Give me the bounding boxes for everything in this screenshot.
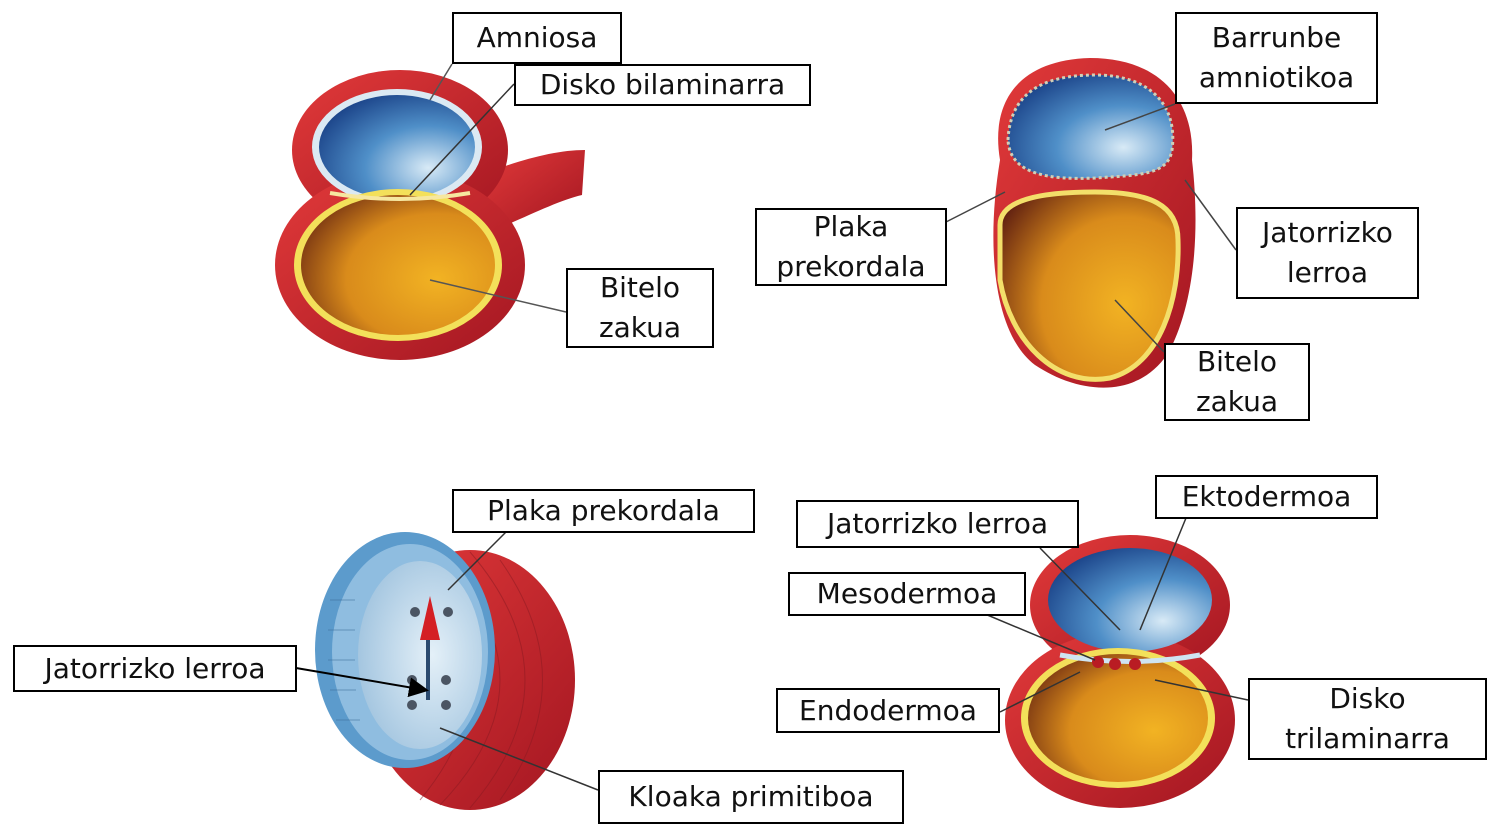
label-text: Barrunbe: [1211, 21, 1342, 54]
amnion-striations: [328, 599, 360, 721]
bottom-right-embryo: [984, 517, 1249, 808]
top-left-embryo: [275, 63, 585, 360]
leader-kloaka: [439, 727, 599, 791]
label-text: Jatorrizko lerroa: [827, 507, 1048, 540]
leader-bitelo-right: [1114, 299, 1165, 353]
label-ektodermoa: Ektodermoa: [1155, 475, 1378, 519]
bottom-right-yolk-cavity: [1028, 654, 1208, 782]
label-jatorrizko-lerroa-left: Jatorrizko lerroa: [13, 645, 297, 692]
label-plaka-prekordala: Plaka prekordala: [452, 489, 755, 533]
label-disko-trilaminarra: Disko trilaminarra: [1248, 678, 1487, 760]
label-text: prekordala: [776, 250, 926, 283]
primitive-node-red: [420, 596, 440, 640]
leader-jatorrizko: [1184, 179, 1237, 251]
label-text: Bitelo: [1196, 345, 1278, 378]
label-text: Bitelo: [599, 271, 681, 304]
label-kloaka-primitiboa: Kloaka primitiboa: [598, 770, 904, 824]
label-amniosa: Amniosa: [452, 12, 622, 64]
label-text: Plaka: [813, 210, 889, 243]
embryonic-disc-surface: [358, 561, 482, 749]
leader-endodermoa: [999, 671, 1081, 713]
label-text: Kloaka primitiboa: [628, 780, 874, 813]
label-mesodermoa: Mesodermoa: [788, 572, 1026, 616]
bottom-left-embryo: [295, 531, 599, 810]
leader-barrunbe: [1104, 103, 1176, 131]
label-disko-bilaminarra: Disko bilaminarra: [514, 64, 811, 106]
label-barrunbe-amniotikoa: Barrunbe amniotikoa: [1175, 12, 1378, 104]
leader-ektodermoa: [1139, 517, 1187, 631]
leader-plaka-prekordala: [447, 531, 507, 591]
arrow-jatorrizko-lerroa: [295, 667, 429, 698]
label-text: Disko bilaminarra: [539, 68, 786, 101]
top-right-amniotic-cavity: [1006, 73, 1175, 180]
label-text: zakua: [1195, 385, 1279, 418]
label-text: Plaka prekordala: [487, 494, 720, 527]
label-bitelo-zakua: Bitelo zakua: [566, 268, 714, 348]
leader-amniosa: [429, 63, 453, 101]
label-text: zakua: [598, 311, 682, 344]
mesoderm-cells: [1092, 656, 1141, 670]
label-text: Jatorrizko lerroa: [44, 651, 266, 685]
label-text: Ektodermoa: [1181, 480, 1352, 513]
label-text: trilaminarra: [1285, 722, 1450, 755]
label-plaka-prekordala-top: Plaka prekordala: [755, 208, 947, 286]
label-text: amniotikoa: [1198, 61, 1355, 94]
leader-jatorrizko-br: [1039, 547, 1121, 631]
connecting-stalk: [480, 150, 585, 230]
leader-mesodermoa: [984, 613, 1096, 661]
label-text: Mesodermoa: [816, 577, 998, 610]
amniotic-cavity: [319, 95, 475, 199]
bottom-right-amniotic-cavity: [1048, 548, 1212, 652]
label-text: Disko: [1329, 682, 1406, 715]
label-text: lerroa: [1286, 256, 1369, 289]
yolk-cavity: [301, 195, 495, 335]
top-right-yolk-sac: [997, 189, 1181, 382]
leader-bitelo: [429, 279, 567, 313]
top-right-embryo: [945, 58, 1237, 388]
label-endodermoa: Endodermoa: [776, 688, 1000, 733]
label-jatorrizko-lerroa-right: Jatorrizko lerroa: [796, 500, 1079, 548]
label-text: Endodermoa: [799, 693, 977, 727]
leader-plaka: [945, 191, 1006, 223]
leader-disko-bilaminarra: [409, 83, 515, 196]
label-text: Amniosa: [476, 21, 598, 54]
bilaminar-disc: [329, 191, 471, 201]
label-jatorrizko-lerroa-top: Jatorrizko lerroa: [1236, 207, 1419, 299]
label-bitelo-zakua-right: Bitelo zakua: [1164, 343, 1310, 421]
leader-disko-trilaminarra: [1154, 679, 1249, 701]
label-text: Jatorrizko: [1262, 216, 1393, 249]
